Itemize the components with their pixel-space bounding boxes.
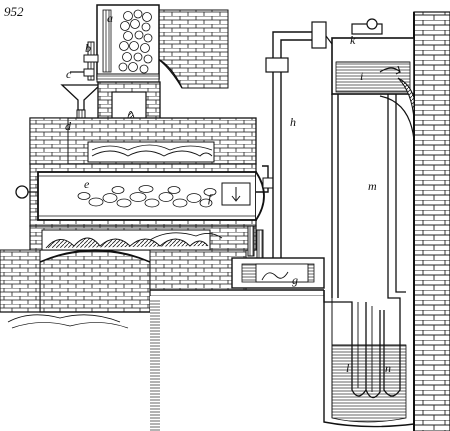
label-c: c [66,67,72,81]
label-b: b [85,41,91,55]
label-i: i [360,69,363,83]
coal-hopper [96,4,160,83]
cistern [325,18,415,141]
label-k: k [350,33,356,47]
right-brick-wall [413,11,450,431]
label-g: g [292,273,298,287]
ground-and-pit [0,289,415,431]
firebox [29,225,257,251]
label-f: f [208,191,213,205]
arch-masonry [149,9,229,89]
collector-vessel [231,257,325,289]
label-m: m [368,179,377,193]
label-n: n [385,361,391,375]
descending-pipes [323,94,406,399]
ascension-pipe [265,21,327,262]
label-l: l [346,361,350,375]
feed-pipe [70,41,99,81]
label-h: h [290,115,296,129]
label-d: d [65,119,72,133]
figure-number: 952 [4,4,24,19]
retort-cylinder [15,163,265,227]
furnace-upper-masonry [29,81,257,165]
label-e: e [84,177,90,191]
label-a: a [107,11,113,25]
ash-pit [0,249,247,329]
